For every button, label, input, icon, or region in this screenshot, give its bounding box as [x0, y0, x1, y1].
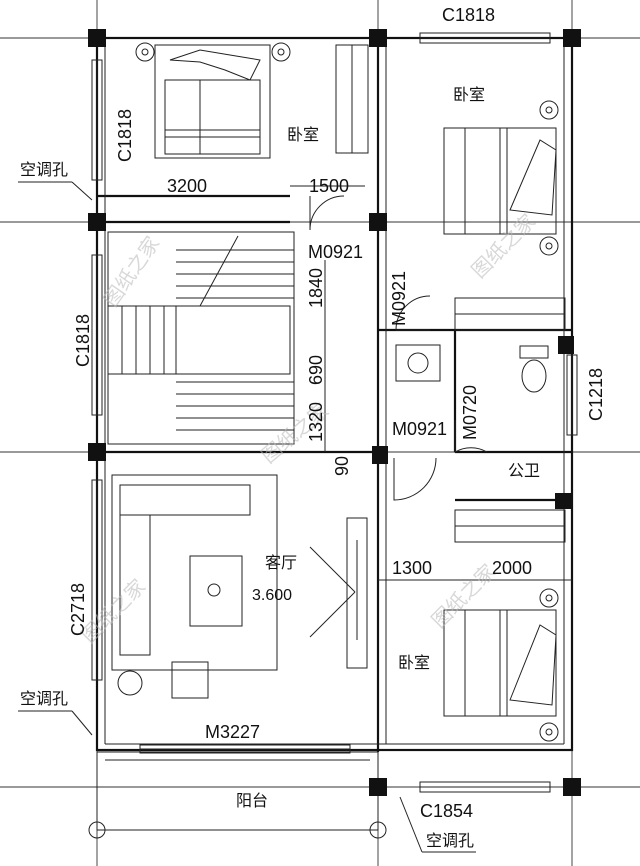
bathroom-fixtures	[395, 344, 549, 393]
door-balcony-label: M3227	[205, 722, 260, 742]
walls	[95, 36, 574, 752]
room-bedroom-nw: 卧室	[287, 125, 319, 144]
bed-ne	[443, 100, 566, 331]
watermark-1: 图纸之家	[99, 232, 165, 311]
ac-hole-lower-left: 空调孔	[20, 689, 68, 708]
bed-se	[443, 509, 566, 742]
dim-1840: 1840	[306, 268, 326, 308]
door-bath-label: M0921	[392, 419, 447, 439]
room-bedroom-ne: 卧室	[453, 85, 485, 104]
watermark-3: 图纸之家	[467, 209, 541, 283]
window-left-living-label: C2718	[68, 583, 88, 636]
dim-1320: 1320	[306, 402, 326, 442]
dimension-lines	[290, 185, 572, 581]
dim-1500: 1500	[309, 176, 349, 196]
room-balcony: 阳台	[236, 791, 268, 810]
staircase	[107, 231, 295, 445]
living-level: 3.600	[252, 587, 292, 604]
room-living: 客厅	[265, 553, 297, 572]
window-top-right-label: C1818	[442, 5, 495, 25]
window-left-top-label: C1818	[115, 109, 135, 162]
dim-90: 90	[332, 456, 352, 476]
bed-nw	[135, 42, 369, 159]
watermark-5: 图纸之家	[427, 559, 501, 633]
door-bedroom-ne-label: M0921	[389, 271, 409, 326]
windows	[91, 32, 578, 793]
room-bedroom-se: 卧室	[398, 653, 430, 672]
dim-3200: 3200	[167, 176, 207, 196]
door-swings	[309, 195, 488, 501]
ac-hole-bottom-right: 空调孔	[426, 831, 474, 850]
dim-1300: 1300	[392, 558, 432, 578]
dim-2000: 2000	[492, 558, 532, 578]
window-bottom-right-label: C1854	[420, 801, 473, 821]
door-bedroom-nw-label: M0921	[308, 242, 363, 262]
ac-hole-upper-left: 空调孔	[20, 160, 68, 179]
room-bathroom: 公卫	[508, 461, 540, 480]
window-right-bath-label: C1218	[586, 368, 606, 421]
ac-hole-leaders	[18, 181, 476, 853]
dim-690: 690	[306, 355, 326, 385]
door-bath-inner-label: M0720	[460, 385, 480, 440]
window-left-stair-label: C1818	[73, 314, 93, 367]
living-furniture	[111, 474, 368, 699]
structural-columns	[88, 29, 581, 796]
